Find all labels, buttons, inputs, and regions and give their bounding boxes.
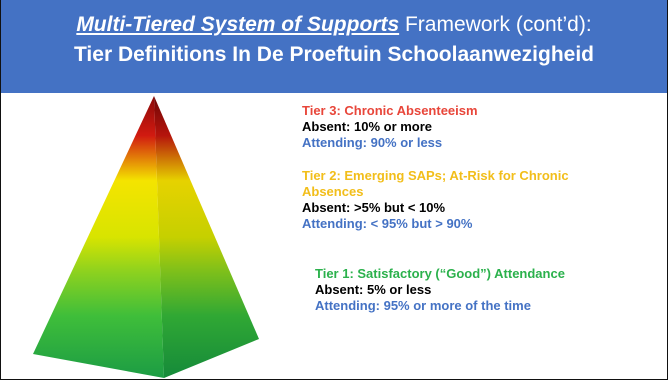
tier-3-block: Tier 3: Chronic Absenteeism Absent: 10% …	[302, 103, 642, 151]
title-banner: Multi-Tiered System of Supports Framewor…	[1, 0, 667, 93]
tier-1-absent: Absent: 5% or less	[315, 282, 432, 297]
tier-3-title: Tier 3: Chronic Absenteeism	[302, 103, 478, 118]
tier-3-attending: Attending: 90% or less	[302, 135, 443, 150]
tier-1-block: Tier 1: Satisfactory (“Good”) Attendance…	[315, 266, 645, 314]
tier-2-title: Tier 2: Emerging SAPs; At-Risk for Chron…	[302, 168, 569, 199]
slide-subtitle: Tier Definitions In De Proeftuin Schoola…	[73, 43, 594, 66]
pyramid-right-face	[154, 96, 259, 378]
tier-2-attending: Attending: < 95% but > 90%	[302, 216, 473, 231]
tier-2-block: Tier 2: Emerging SAPs; At-Risk for Chron…	[302, 168, 622, 232]
tier-3-absent: Absent: 10% or more	[302, 119, 433, 134]
tier-1-attending: Attending: 95% or more of the time	[315, 298, 531, 313]
title-italic: Multi-Tiered System of Supports	[76, 13, 400, 36]
pyramid-left-face	[33, 96, 164, 378]
tier-1-title: Tier 1: Satisfactory (“Good”) Attendance	[315, 266, 565, 281]
slide-title: Multi-Tiered System of Supports Framewor…	[1, 10, 667, 40]
tier-2-absent: Absent: >5% but < 10%	[302, 200, 446, 215]
title-rest: Framework (cont’d):	[399, 13, 592, 36]
tier-pyramid	[33, 96, 259, 378]
